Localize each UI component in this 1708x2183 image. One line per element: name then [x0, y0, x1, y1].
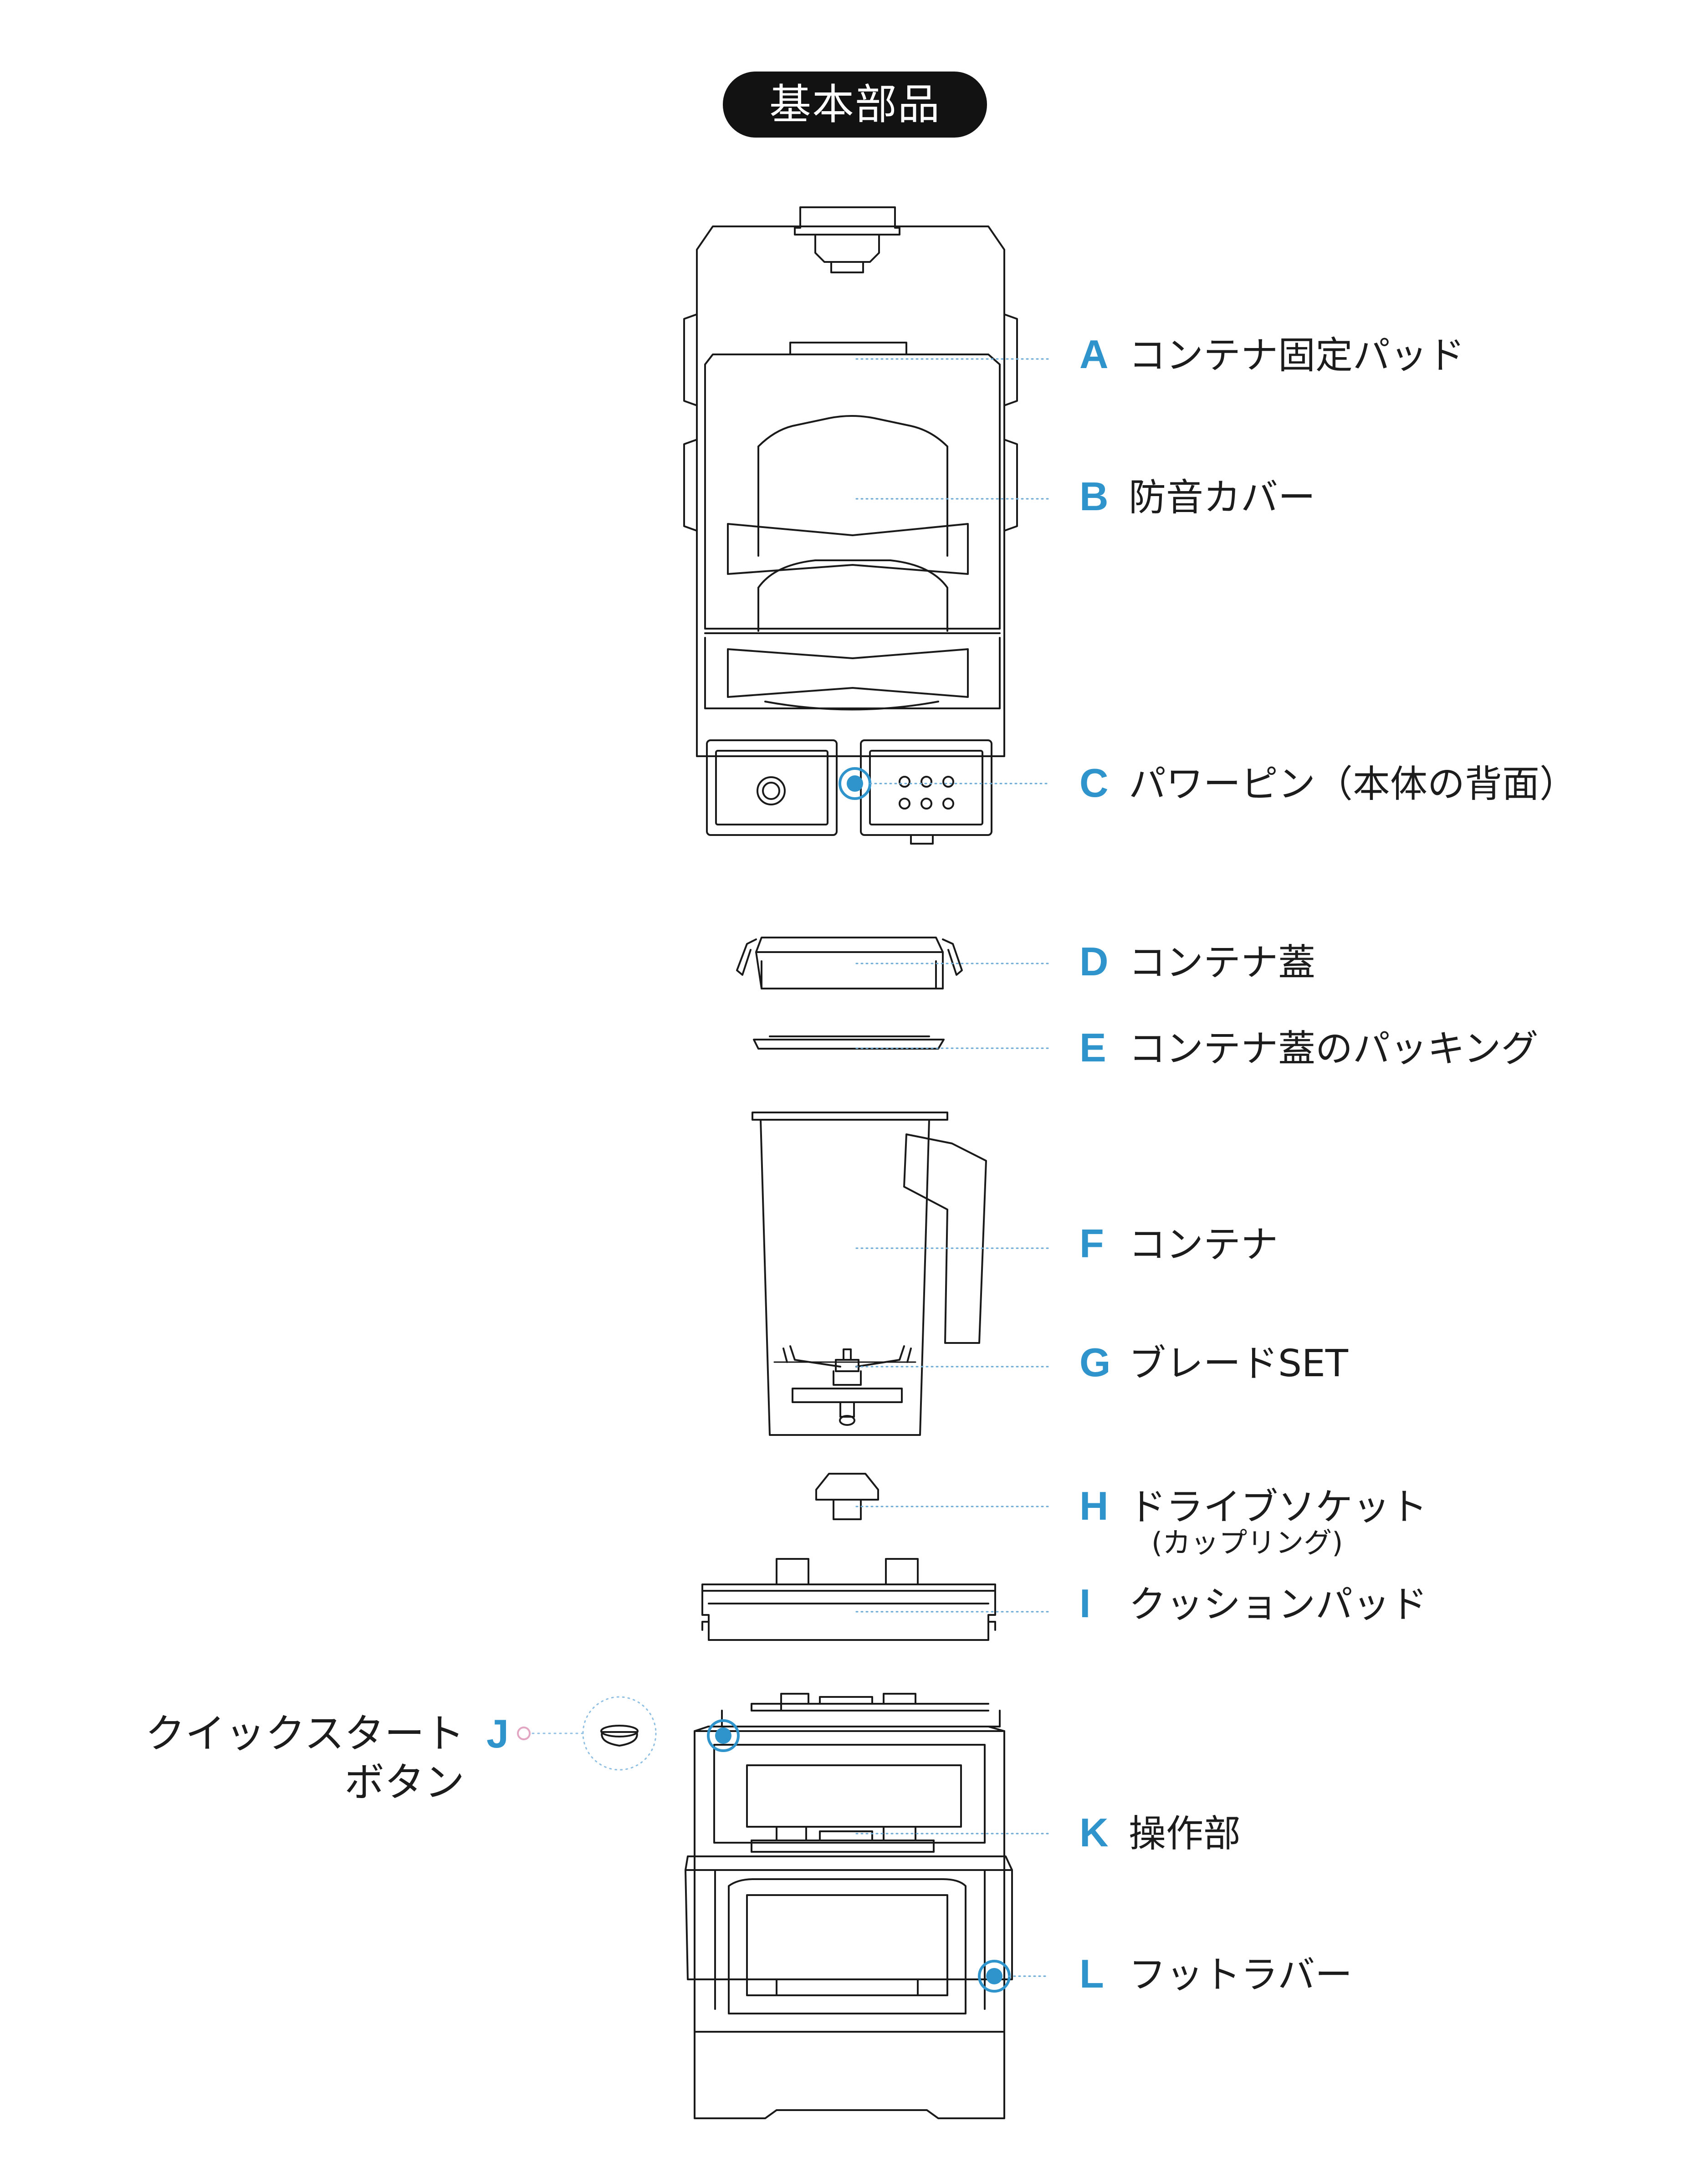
drive-socket-drawing: [815, 1473, 879, 1520]
sound-cover-drawing: [683, 206, 1018, 845]
quick-start-label-line1: クイックスタート: [145, 1710, 465, 1757]
quick-start-label: クイックスタート ボタン: [145, 1709, 465, 1807]
quick-start-button-drawing: [517, 1696, 657, 1771]
part-sublabel-h: (カップリング): [1151, 1526, 1343, 1559]
container-lid-drawing: [736, 937, 963, 989]
position-markers: [707, 767, 1011, 1993]
blade-set-drawing: [782, 1345, 912, 1426]
lid-packing-drawing: [753, 1035, 945, 1050]
leader-lines: [855, 358, 1049, 1977]
quick-start-marker: [707, 1719, 740, 1752]
cushion-pad-drawing: [701, 1558, 996, 1641]
quick-start-letter: J: [486, 1711, 509, 1756]
page-title: 基本部品: [723, 72, 987, 138]
quick-start-label-line2: ボタン: [344, 1759, 465, 1806]
container-drawing: [752, 1112, 987, 1436]
motor-base-drawing: [685, 1693, 1013, 2119]
